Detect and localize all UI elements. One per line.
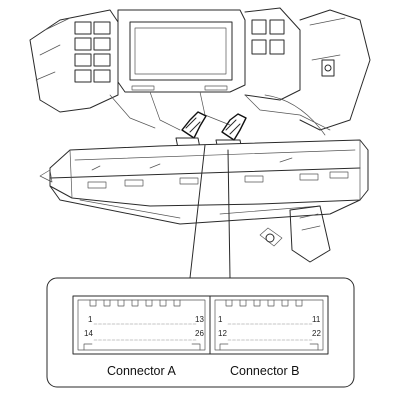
plug-a-illustration <box>175 111 207 149</box>
connector-a-pin-bottom-right: 26 <box>195 329 204 338</box>
switch-bank <box>74 21 111 83</box>
control-unit-chassis <box>39 139 369 225</box>
dashboard-right-panel <box>244 7 371 131</box>
mount-bracket-right <box>259 205 331 263</box>
display-unit <box>117 9 246 93</box>
connector-b-pin-bottom-right: 22 <box>312 329 321 338</box>
connector-b-pin-top-right: 11 <box>312 315 321 324</box>
connector-b-pin-top-left: 1 <box>218 315 223 324</box>
connector-a-pin-bottom-left: 14 <box>84 329 93 338</box>
wiring-harness <box>109 91 331 136</box>
connector-a-pin-top-right: 13 <box>195 315 204 324</box>
connector-b-pin-bottom-left: 12 <box>218 329 227 338</box>
connector-b-label: Connector B <box>230 364 299 378</box>
connector-a-label: Connector A <box>107 364 176 378</box>
dashboard-left-panel <box>29 9 119 113</box>
dashboard-illustration <box>29 7 371 279</box>
leader-lines <box>189 144 231 279</box>
connector-a-pin-top-left: 1 <box>88 315 93 324</box>
connector-detail-box: 1 13 14 26 1 11 12 22 Connector A Conne <box>46 277 355 388</box>
connector-b-face: 1 11 12 22 <box>209 295 329 355</box>
